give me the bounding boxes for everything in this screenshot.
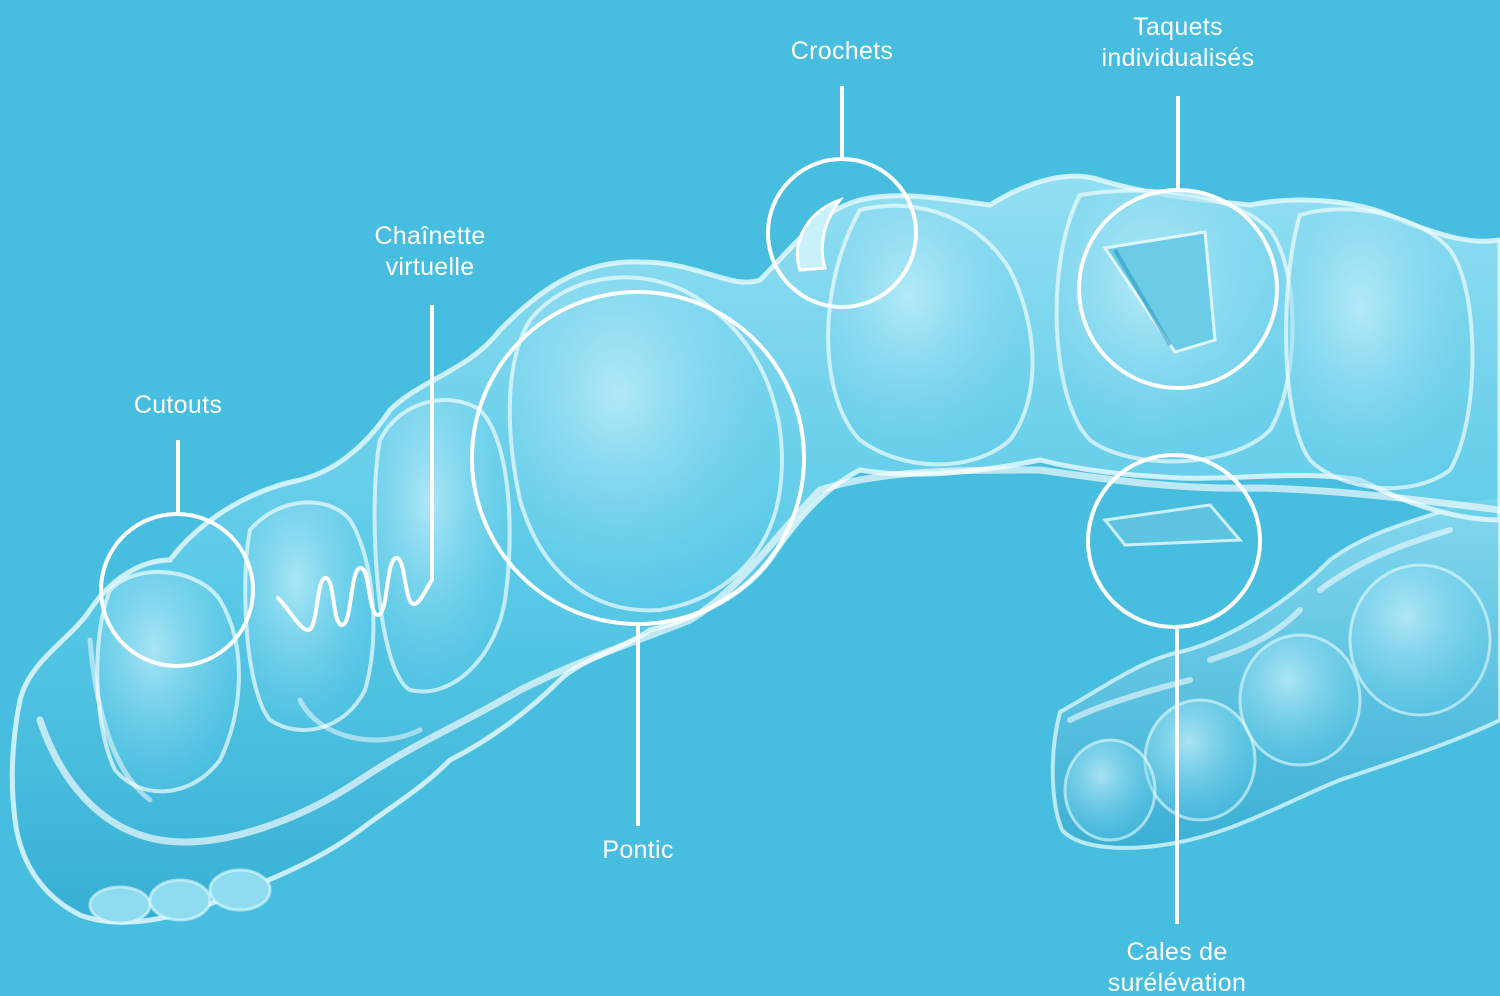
crochets-label: Crochets [742,36,942,67]
lower-aligner-shape [1053,500,1500,848]
pontic-label: Pontic [538,835,738,866]
chainette-label: Chaînette virtuelle [330,221,530,283]
cales-label: Cales de surélévation [1067,937,1287,996]
taquets-label: Taquets individualisés [1068,12,1288,74]
cutouts-label: Cutouts [78,390,278,421]
